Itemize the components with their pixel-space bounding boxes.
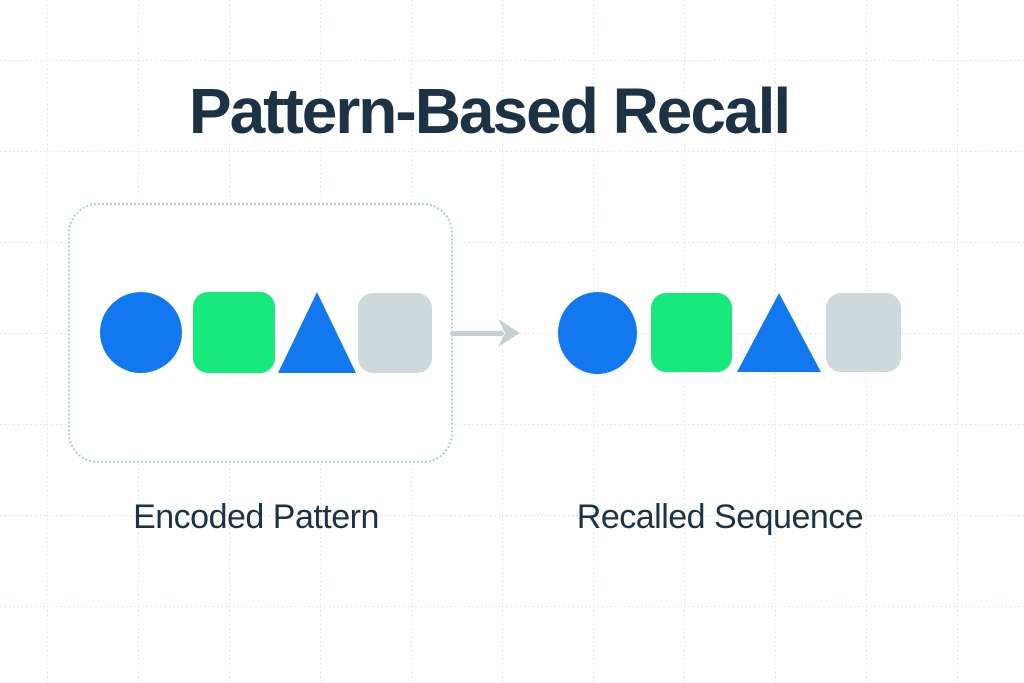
shape-blue-triangle: [278, 292, 356, 373]
circle-icon: [100, 292, 182, 373]
square-icon: [358, 293, 432, 373]
triangle-icon: [278, 292, 356, 373]
square-icon: [651, 293, 732, 372]
recalled-sequence-label: Recalled Sequence: [576, 498, 864, 536]
square-icon: [193, 292, 275, 373]
arrow-shaft: [450, 331, 504, 336]
circle-icon: [558, 292, 637, 374]
encoded-shape-row: [100, 292, 432, 373]
page-title: Pattern-Based Recall: [188, 75, 791, 147]
square-icon: [826, 293, 901, 372]
shape-green-square: [193, 292, 275, 373]
shape-green-square: [639, 293, 743, 391]
shape-blue-triangle: [715, 293, 843, 391]
shape-gray-square: [820, 293, 906, 383]
recalled-shape-row: [534, 292, 906, 398]
right-arrow-icon: [450, 319, 520, 347]
encoded-pattern-label: Encoded Pattern: [133, 498, 379, 536]
shape-blue-circle: [100, 292, 182, 373]
shape-gray-square: [358, 293, 432, 373]
shape-blue-circle: [534, 292, 662, 398]
